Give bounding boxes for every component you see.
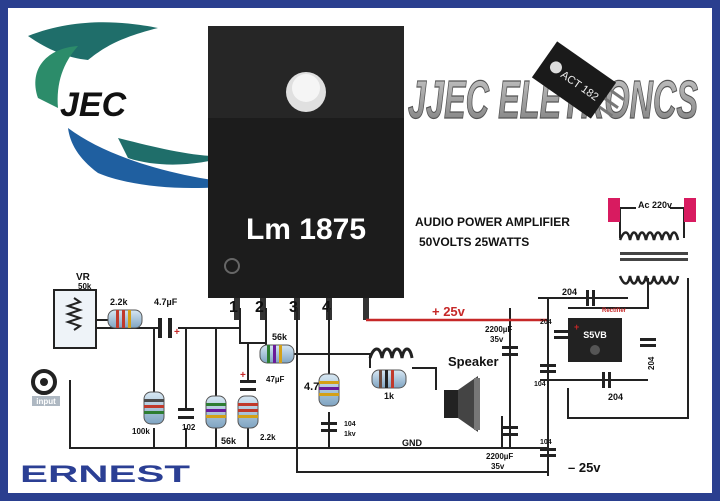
c-104-label: 104 xyxy=(344,421,356,428)
capacitor-2200uf-top: 2200µF 35v xyxy=(485,325,518,356)
heading-line2: 50VOLTS 25WATTS xyxy=(419,235,529,249)
ac-input: Ac 220v xyxy=(608,198,696,222)
r-56k-a-label: 56k xyxy=(221,436,237,446)
pos-supply-label: + 25v xyxy=(432,304,466,319)
capacitor-4u7-input: 4.7µF + xyxy=(154,297,180,338)
c-1kv-label: 1kv xyxy=(344,431,356,438)
speaker-label: Speaker xyxy=(448,354,499,369)
input-label: input xyxy=(36,397,56,406)
capacitor-204-bottom: 204 xyxy=(602,372,623,402)
input-jack[interactable]: input xyxy=(31,369,60,406)
capacitor-2200uf-bottom: 2200µF 35v xyxy=(486,426,518,471)
resistor-56k-feedback: 56k xyxy=(259,332,295,364)
vr-label: VR xyxy=(76,272,91,283)
capacitor-104-top: 104 xyxy=(534,364,556,388)
c-in-label: 4.7µF xyxy=(154,297,178,307)
c-2200-bot-v: 35v xyxy=(491,462,505,471)
c-2200-top-label: 2200µF xyxy=(485,325,512,334)
capacitor-204-right: 204 xyxy=(640,338,656,370)
transformer-icon xyxy=(618,231,688,285)
author-name: ERNEST xyxy=(20,461,191,488)
schematic-canvas: JEC Lm 1875 1 2 3 4 JJEC ELETRONCS ACT 1… xyxy=(8,8,712,493)
capacitor-104-1kv: 104 1kv xyxy=(321,421,356,438)
capacitor-104-bottom: 104 xyxy=(540,439,556,457)
c-204-a-label: 204 xyxy=(562,287,577,297)
bridge-label: S5VB xyxy=(583,330,607,340)
r-in-label: 2.2k xyxy=(110,297,129,307)
gnd-label: GND xyxy=(402,438,423,448)
c-2200-bot-label: 2200µF xyxy=(486,452,513,461)
chip-label: Lm 1875 xyxy=(246,213,366,246)
c-104-top-label: 104 xyxy=(534,381,546,388)
neg-supply-label: – 25v xyxy=(568,460,601,475)
resistor-2k2-input: 2.2k xyxy=(107,297,143,329)
pin-label: 2 xyxy=(255,299,264,316)
capacitor-47uf: 47µF + xyxy=(240,370,285,391)
inductor-1k: 1k xyxy=(368,347,414,401)
r-100k-label: 100k xyxy=(132,427,150,436)
resistor-56k: 56k xyxy=(205,395,237,446)
c-204-b-label: 204 xyxy=(540,319,552,326)
lm1875-chip: Lm 1875 1 2 3 4 xyxy=(208,26,404,320)
resistor-100k: 100k xyxy=(132,391,165,436)
schematic-diagram: JEC Lm 1875 1 2 3 4 JJEC ELETRONCS ACT 1… xyxy=(20,22,699,488)
c-102-label: 102 xyxy=(182,423,196,432)
plus-sign: + xyxy=(574,322,579,332)
capacitor-204-left: 204 xyxy=(540,319,570,339)
wires xyxy=(69,207,689,476)
ac-label: Ac 220v xyxy=(638,200,672,210)
pin-label: 4 xyxy=(322,299,331,316)
c-2200-top-v: 35v xyxy=(490,335,504,344)
plus-sign: + xyxy=(174,327,180,338)
vr-potentiometer[interactable]: VR 50k xyxy=(53,272,108,349)
c-204-d-label: 204 xyxy=(608,392,623,402)
small-ic-icon: ACT 182 xyxy=(531,41,625,119)
capacitor-204-top: 204 xyxy=(562,287,595,306)
logo-text: JEC xyxy=(60,86,127,124)
resistor-4r7: 4.7 xyxy=(304,373,340,407)
resistor-2k2-gnd: 2.2k xyxy=(237,395,276,442)
c-47-label: 47µF xyxy=(266,375,285,384)
r-56k-fb-label: 56k xyxy=(272,332,288,342)
heading-line1: AUDIO POWER AMPLIFIER xyxy=(415,215,570,229)
pin-label: 1 xyxy=(229,299,238,316)
plus-sign: + xyxy=(240,370,246,381)
pin-label: 3 xyxy=(289,299,298,316)
c-104-bot-label: 104 xyxy=(540,439,552,446)
r-47-label: 4.7 xyxy=(304,381,319,393)
bridge-rectifier: S5VB Rectifier + xyxy=(568,308,627,362)
c-204-c-label: 204 xyxy=(647,356,656,370)
speaker-icon: Speaker xyxy=(444,354,499,432)
jec-logo: JEC xyxy=(28,22,246,189)
r-22k-b-label: 2.2k xyxy=(260,433,276,442)
capacitor-102: 102 xyxy=(178,408,196,432)
vr-value: 50k xyxy=(78,282,92,291)
r-1k-label: 1k xyxy=(384,391,395,401)
rectifier-label: Rectifier xyxy=(602,308,627,314)
